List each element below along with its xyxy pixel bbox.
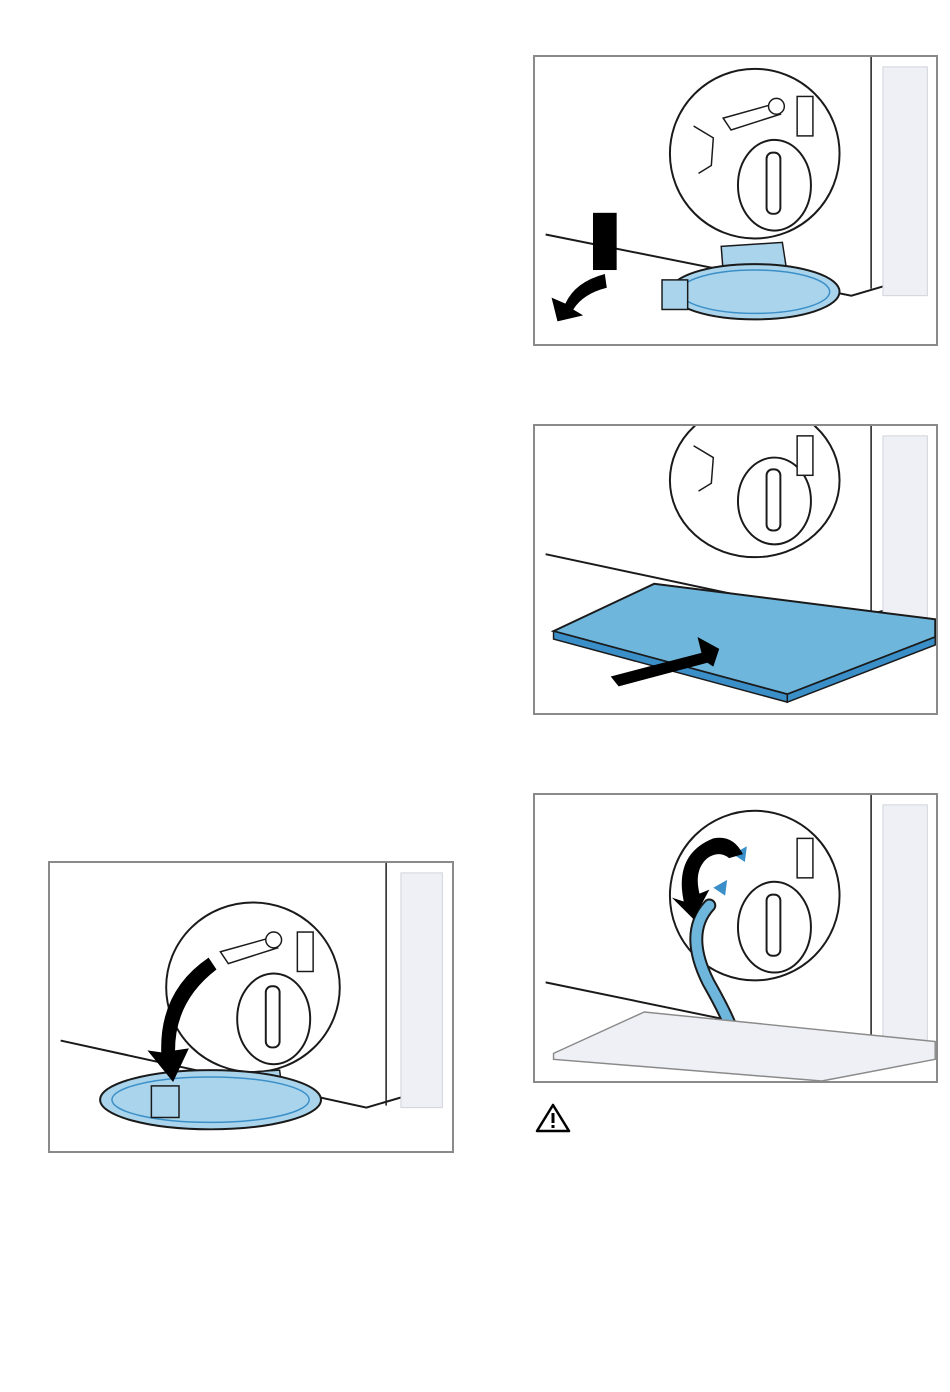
warning-triangle-icon xyxy=(535,1103,571,1133)
figure-drain-hose xyxy=(533,793,938,1083)
emergency-hose-illustration xyxy=(535,795,936,1081)
open-flap-illustration xyxy=(535,57,936,344)
flap-down-illustration xyxy=(50,863,452,1151)
figure-insert-tray xyxy=(533,424,938,715)
figure-flap-down xyxy=(48,861,454,1153)
figure-open-flap xyxy=(533,55,938,346)
insert-tray-illustration xyxy=(535,426,936,713)
